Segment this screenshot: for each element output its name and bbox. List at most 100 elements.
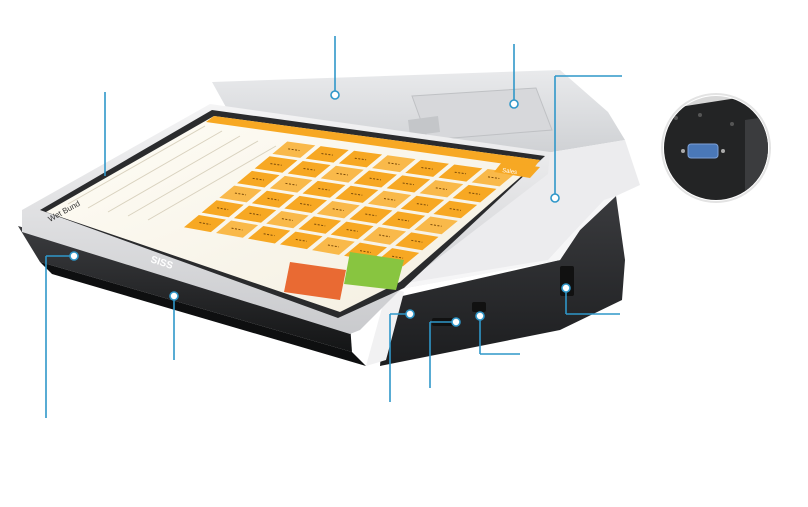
product-key[interactable]	[338, 150, 383, 168]
side-case	[395, 140, 640, 290]
product-key[interactable]	[280, 231, 323, 250]
product-key[interactable]	[320, 165, 364, 183]
product-key[interactable]	[452, 184, 497, 203]
usb-port	[472, 302, 486, 312]
product-key[interactable]	[367, 190, 412, 209]
product-key-label	[449, 208, 461, 211]
product-key-label	[252, 177, 264, 181]
product-key[interactable]	[305, 146, 349, 163]
product-key-label	[346, 229, 358, 232]
product-key[interactable]	[266, 210, 309, 229]
product-key-label	[454, 171, 467, 175]
product-key-label	[267, 197, 279, 201]
callout-dot	[405, 309, 415, 319]
product-key[interactable]	[312, 237, 355, 255]
product-key-label	[354, 157, 367, 161]
product-key-label	[411, 239, 423, 243]
product-key-label	[402, 182, 415, 186]
product-key[interactable]	[395, 232, 439, 251]
product-key-label	[351, 192, 363, 196]
product-key[interactable]	[287, 160, 331, 178]
product-key[interactable]	[302, 180, 346, 198]
order-list	[67, 125, 277, 221]
product-key[interactable]	[316, 201, 360, 219]
product-key[interactable]	[400, 195, 445, 214]
product-key-label	[392, 255, 404, 259]
product-key[interactable]	[272, 141, 316, 158]
product-key-label	[303, 167, 315, 171]
product-key-label	[285, 182, 297, 186]
callout-dot	[550, 193, 560, 203]
product-key-label	[281, 218, 293, 221]
product-key-grid	[183, 141, 516, 267]
product-key[interactable]	[298, 216, 342, 234]
callout-dot	[69, 251, 79, 261]
product-key[interactable]	[248, 226, 291, 244]
product-key[interactable]	[349, 206, 393, 224]
callout-dot	[330, 90, 340, 100]
product-key[interactable]	[353, 170, 397, 188]
product-key-label	[288, 148, 300, 151]
vga-screw-right	[721, 149, 725, 153]
product-key[interactable]	[386, 175, 431, 193]
product-key[interactable]	[233, 205, 277, 223]
product-key-label	[270, 163, 282, 166]
product-key[interactable]	[284, 195, 328, 214]
product-key-label	[416, 203, 429, 206]
product-key-label	[383, 198, 396, 201]
product-key-label	[468, 192, 481, 195]
product-key-label	[378, 234, 391, 238]
base-shadow	[40, 262, 366, 366]
product-key-label	[263, 233, 275, 237]
front-curve	[366, 286, 404, 366]
inset-hole	[674, 116, 678, 120]
product-key[interactable]	[414, 216, 458, 235]
vga-connector	[687, 143, 719, 159]
product-key-label	[199, 222, 211, 225]
product-key-label	[397, 218, 410, 222]
base-bar	[18, 226, 352, 352]
vga-screw-left	[681, 149, 685, 153]
product-key[interactable]	[201, 200, 244, 218]
cancel-key[interactable]	[284, 262, 346, 300]
product-key-label	[487, 176, 500, 179]
callout-dot	[451, 317, 461, 327]
product-key[interactable]	[219, 185, 262, 203]
product-key-label	[295, 238, 307, 242]
product-key-label	[369, 177, 381, 181]
sales-button[interactable]	[494, 162, 540, 178]
product-key[interactable]	[254, 156, 298, 173]
product-key-label	[300, 203, 312, 206]
vga-port-inset	[661, 93, 771, 203]
product-key[interactable]	[405, 159, 449, 177]
screen-header-bar	[206, 116, 540, 168]
confirm-key[interactable]	[344, 252, 404, 290]
product-key-label	[318, 187, 330, 191]
product-key-label	[327, 244, 339, 248]
product-key[interactable]	[237, 170, 280, 188]
product-key-label	[435, 187, 448, 191]
product-key[interactable]	[372, 155, 416, 173]
product-key[interactable]	[438, 164, 483, 182]
paper-slot	[408, 116, 440, 136]
callout-dot	[475, 311, 485, 321]
product-key[interactable]	[433, 200, 478, 219]
product-key[interactable]	[251, 190, 295, 208]
product-key[interactable]	[215, 220, 259, 238]
display-assembly: Wet Bund Sales SISS	[18, 104, 550, 366]
product-key[interactable]	[335, 185, 379, 203]
product-key[interactable]	[330, 221, 374, 240]
product-key[interactable]	[381, 211, 426, 229]
product-key[interactable]	[269, 175, 313, 193]
product-key-label	[421, 167, 433, 170]
product-key-label	[430, 223, 442, 227]
callout-dot	[509, 99, 519, 109]
product-key-label	[336, 172, 348, 176]
product-key[interactable]	[362, 227, 407, 245]
inset-hole	[698, 113, 702, 117]
product-key[interactable]	[183, 214, 226, 233]
product-key-label	[234, 192, 247, 196]
product-key[interactable]	[419, 180, 464, 198]
product-key-label	[365, 213, 377, 217]
